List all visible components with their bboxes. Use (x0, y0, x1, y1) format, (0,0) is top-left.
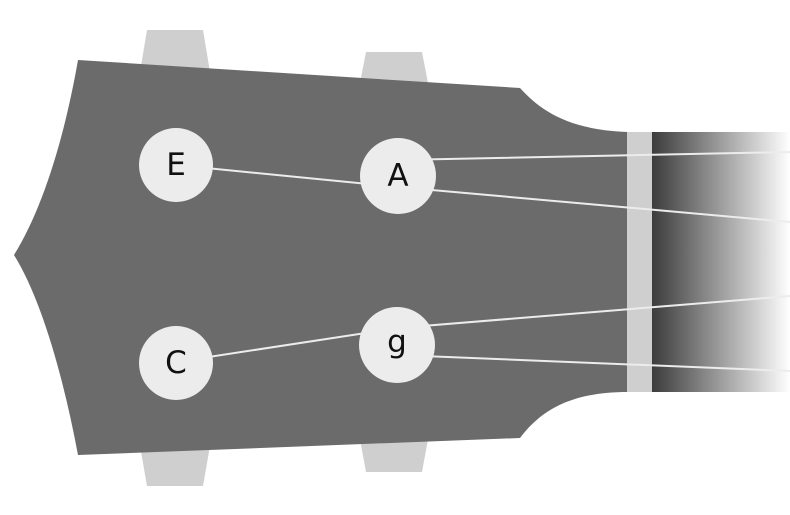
fretboard (652, 132, 790, 392)
peg-a-circle[interactable] (360, 138, 436, 214)
peg-e-label: E (166, 147, 186, 183)
peg-c-circle[interactable] (139, 326, 213, 400)
peg-e-circle[interactable] (139, 128, 213, 202)
tuning-peg-a[interactable]: A (360, 138, 436, 214)
tuner-key-top-left[interactable] (140, 30, 210, 72)
string-from-g-peg (397, 295, 790, 329)
tuner-key-bottom-left[interactable] (140, 446, 210, 486)
peg-g-circle[interactable] (359, 307, 435, 383)
peg-g-label: g (387, 324, 407, 360)
peg-c-label: C (165, 345, 187, 381)
string-from-e-peg-to-nut (397, 186, 790, 223)
tuning-peg-g[interactable]: g (359, 307, 435, 383)
peg-a-label: A (387, 158, 408, 194)
tuning-peg-e[interactable]: E (139, 128, 213, 202)
nut (627, 132, 652, 392)
headstock-body (14, 60, 628, 455)
string-from-g-peg-lower (397, 354, 790, 372)
tuning-peg-c[interactable]: C (139, 326, 213, 400)
string-from-a-peg (397, 151, 790, 161)
